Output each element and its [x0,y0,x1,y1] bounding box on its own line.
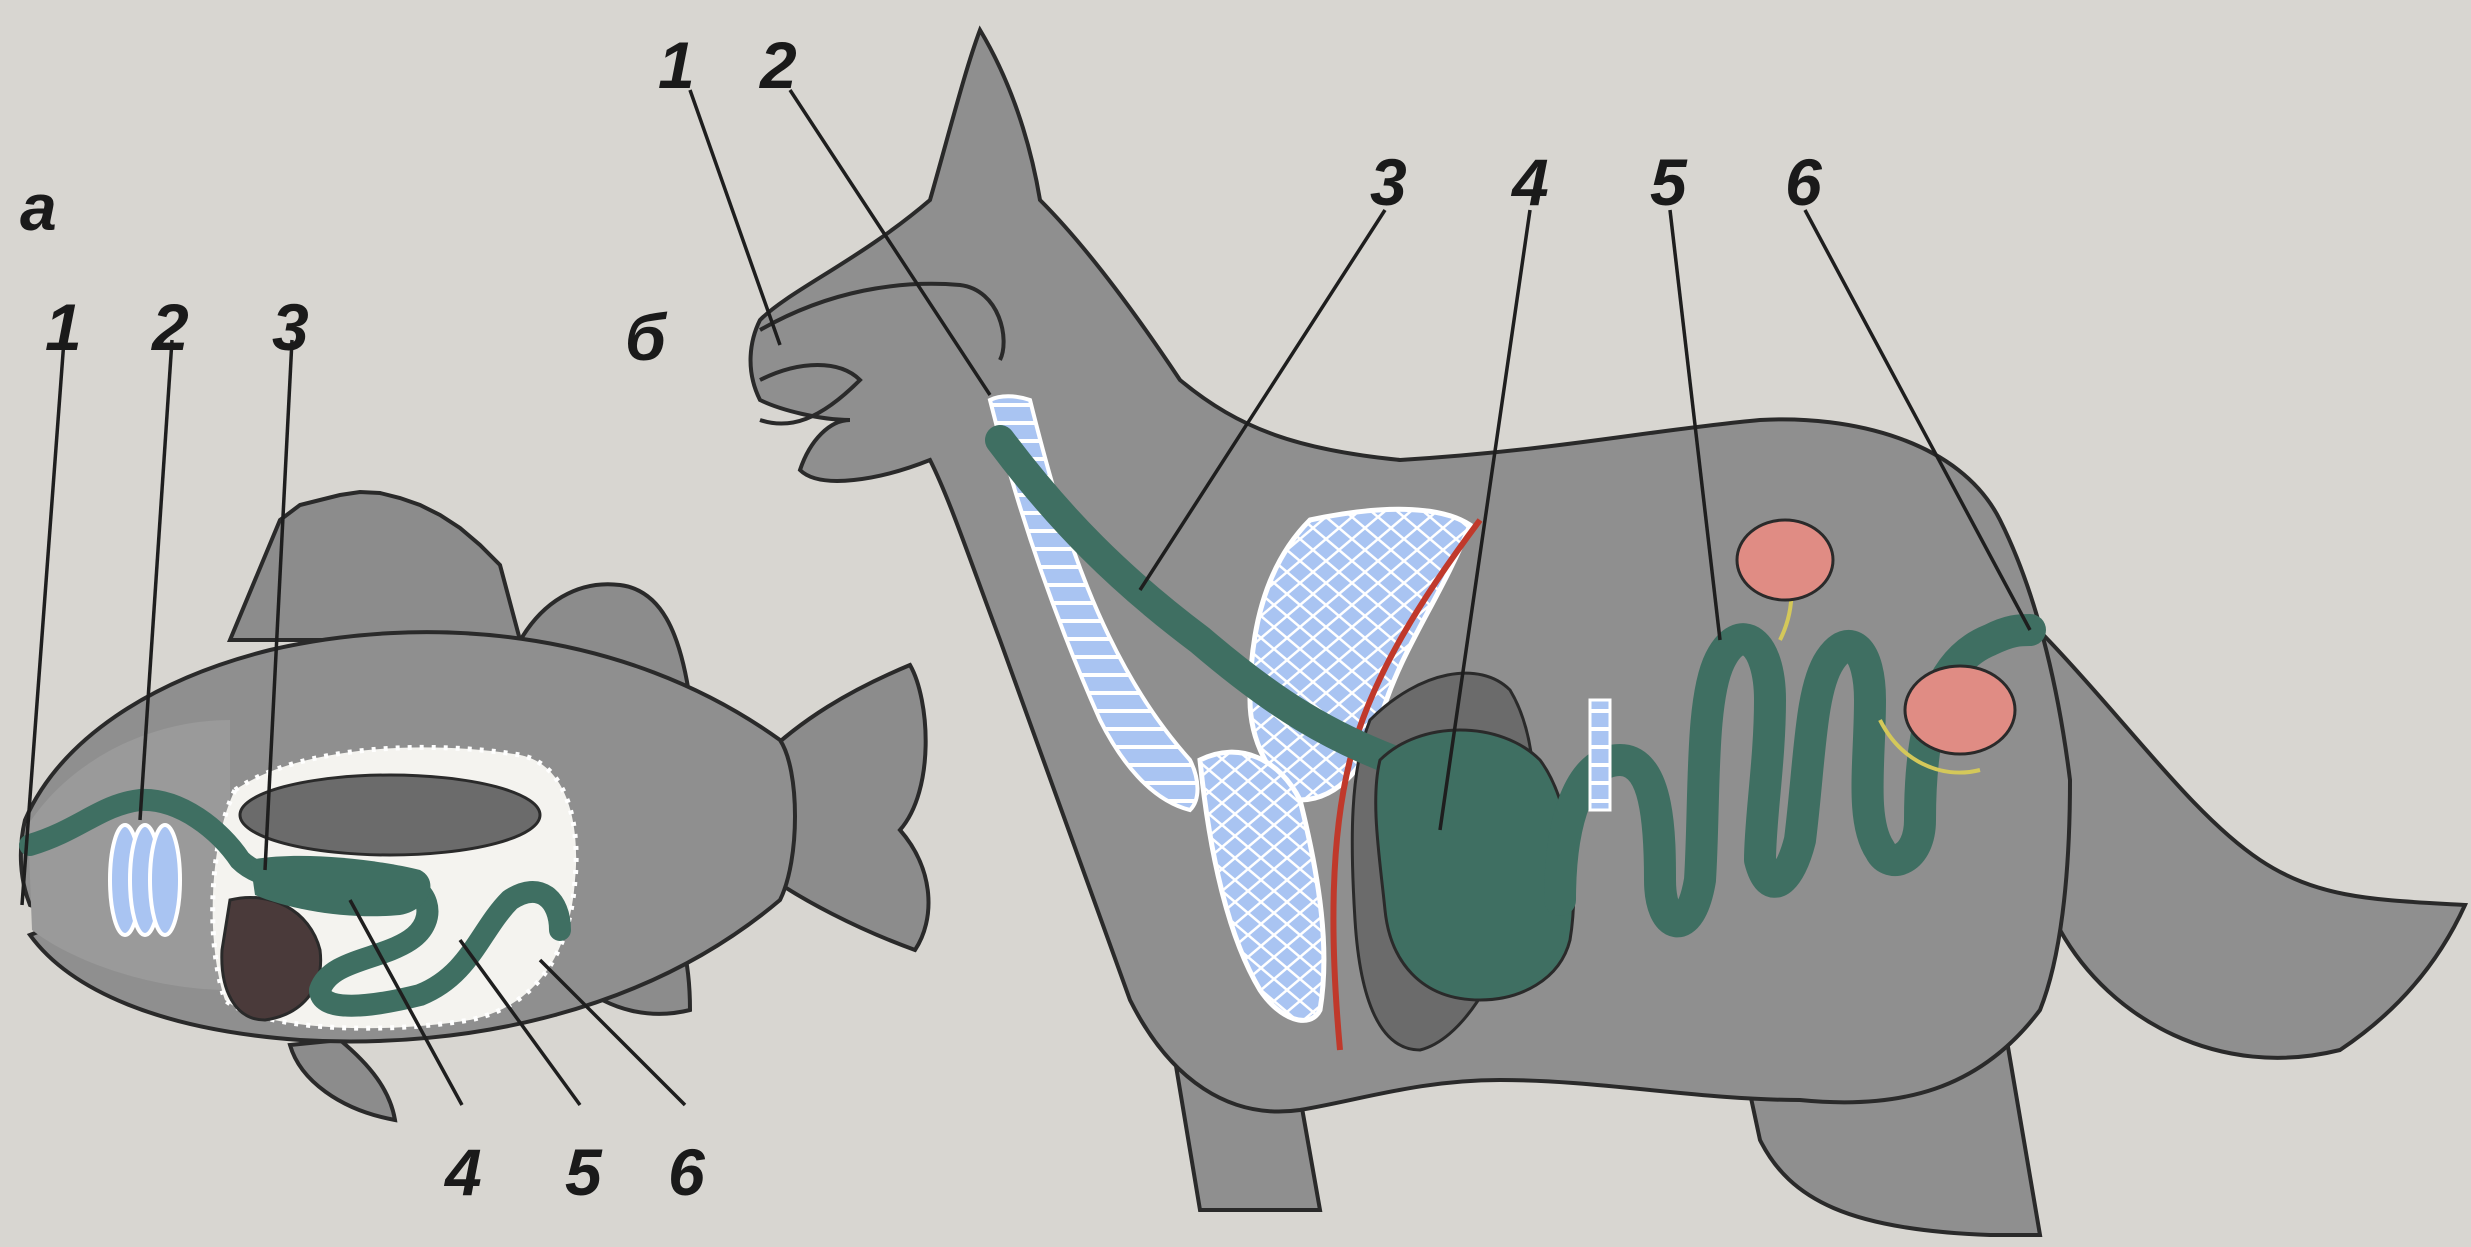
fish-swim-bladder [240,775,540,855]
fish-panel-letter: а [20,170,57,244]
dog-illustration: б 1 2 3 4 5 6 [625,28,2465,1235]
dog-label-6: 6 [1785,145,1823,219]
fish-pelvic-fin [290,1040,395,1120]
dog-label-4: 4 [1510,145,1549,219]
dog-stomach [1376,730,1574,1000]
dog-label-2: 2 [758,28,797,102]
fish-gills [110,825,180,935]
dog-kidney-lower [1905,666,2015,754]
fish-label-1: 1 [45,290,82,364]
fish-dorsal-fin [230,492,520,640]
fish-label-3: 3 [272,290,309,364]
fish-label-5: 5 [565,1135,603,1209]
dog-label-3: 3 [1370,145,1407,219]
fish-label-2: 2 [150,290,189,364]
dog-label-1: 1 [658,28,695,102]
dog-panel-letter: б [625,300,668,374]
dog-label-5: 5 [1650,145,1688,219]
dog-leader-1 [690,90,780,345]
fish-label-4: 4 [443,1135,482,1209]
dog-intestine-segment [1590,700,1610,810]
dog-kidney-upper [1737,520,1833,600]
fish-label-6: 6 [668,1135,706,1209]
